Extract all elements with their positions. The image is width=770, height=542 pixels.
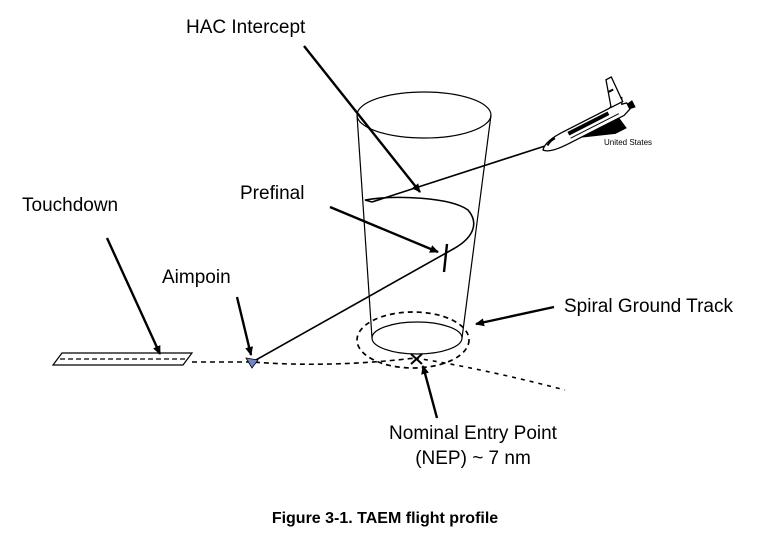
trajectory-final-approach <box>253 247 456 362</box>
hac-cone-right-side <box>461 114 492 339</box>
hac-cone-base <box>371 321 463 355</box>
hac-cone <box>356 91 492 355</box>
prefinal-leader-arrow <box>329 205 439 254</box>
spiral-ground-track-leader-arrow <box>475 305 555 327</box>
figure-caption: Figure 3-1. TAEM flight profile <box>271 510 499 527</box>
ground-track-runway-to-nep <box>192 357 416 366</box>
spiral-ground-track-ellipse <box>356 311 470 369</box>
touchdown-label: Touchdown <box>22 195 119 216</box>
ground-track-beyond-nep <box>414 357 566 391</box>
orbiter-marking-label: United States <box>604 138 653 147</box>
touchdown-leader-arrow <box>105 237 162 355</box>
hac-cone-top <box>356 91 492 139</box>
nep-leader-arrow <box>421 365 439 419</box>
runway <box>51 352 194 366</box>
hac-intercept-label: HAC Intercept <box>186 17 306 38</box>
nep-label-line2: (NEP) ~ 7 nm <box>415 448 531 469</box>
runway-outline <box>51 352 194 366</box>
trajectory-entry <box>371 145 546 203</box>
nep-label-line1: Nominal Entry Point <box>389 423 557 444</box>
hac-cone-left-side <box>356 114 373 339</box>
nep-cross-icon <box>410 353 423 365</box>
hac-intercept-leader-arrow <box>303 45 421 193</box>
aimpoint-marker-icon <box>245 357 259 369</box>
prefinal-label: Prefinal <box>240 183 305 204</box>
aimpoint-leader-arrow <box>235 296 254 356</box>
spiral-ground-track-label: Spiral Ground Track <box>564 296 733 317</box>
trajectory-hac-spiral <box>364 196 475 249</box>
aimpoint-label: Aimpoin <box>162 267 231 288</box>
orbiter-icon <box>542 76 636 152</box>
prefinal-tick <box>442 243 449 273</box>
